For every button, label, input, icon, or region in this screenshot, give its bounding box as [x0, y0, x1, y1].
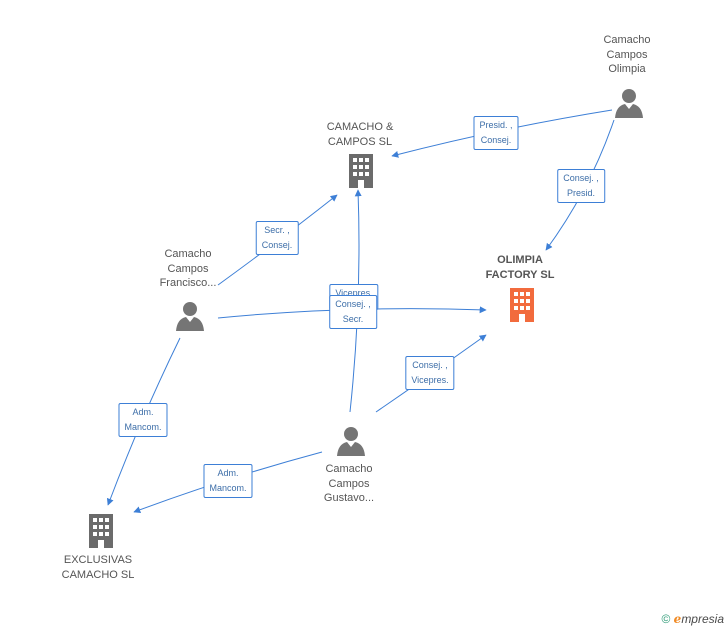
brand-rest: mpresia [681, 612, 724, 626]
edge-label-presid-consej[interactable]: Presid. , Consej. [473, 116, 519, 150]
camacho-olimpia-label[interactable]: Camacho Campos Olimpia [603, 34, 651, 75]
exclusivas-label[interactable]: EXCLUSIVAS CAMACHO SL [61, 554, 135, 581]
exclusivas-building-icon[interactable] [87, 514, 115, 548]
camacho-gustavo-person-icon[interactable] [336, 426, 366, 456]
edge-label-adm-mancom-2[interactable]: Adm. Mancom. [203, 464, 253, 498]
copyright-icon: © [661, 612, 671, 626]
camacho-francisco-label[interactable]: Camacho Campos Francisco... [159, 248, 217, 289]
olimpia-factory-building-icon[interactable] [508, 288, 536, 322]
camacho-campos-sl-building-icon[interactable] [347, 154, 375, 188]
edge-label-consej-vicepres[interactable]: Consej. , Vicepres. [405, 356, 455, 390]
edge-label-consej-secr[interactable]: Consej. , Secr. [329, 295, 377, 329]
empresia-brand[interactable]: © empresia [661, 612, 724, 626]
edge-label-adm-mancom-1[interactable]: Adm. Mancom. [118, 403, 168, 437]
brand-e: e [673, 612, 682, 626]
edge-label-secr-consej[interactable]: Secr. , Consej. [255, 221, 299, 255]
camacho-gustavo-label[interactable]: Camacho Campos Gustavo... [323, 463, 375, 504]
edge-label-consej-presid[interactable]: Consej. , Presid. [557, 169, 605, 203]
camacho-campos-sl-label[interactable]: CAMACHO & CAMPOS SL [326, 121, 394, 148]
olimpia-factory-label[interactable]: OLIMPIA FACTORY SL [485, 254, 555, 281]
camacho-francisco-person-icon[interactable] [175, 301, 205, 331]
camacho-olimpia-person-icon[interactable] [614, 88, 644, 118]
